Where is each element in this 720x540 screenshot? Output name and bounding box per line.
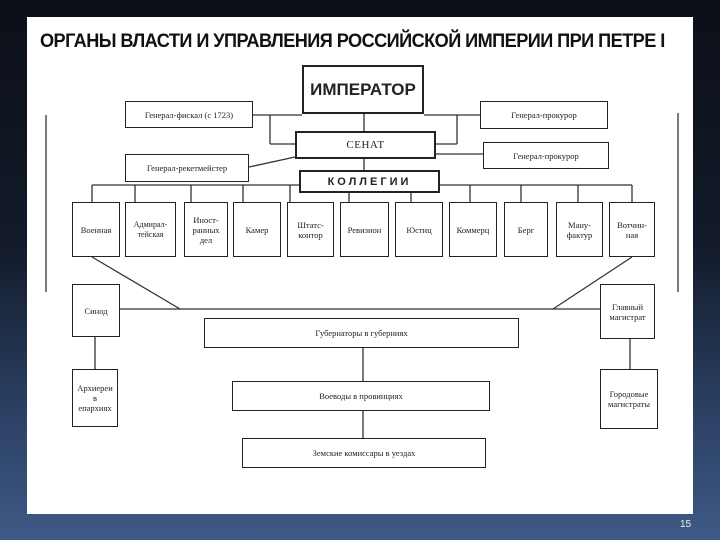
archbishops-box: Архиереи в епархиях <box>72 369 118 427</box>
college-justice: Юстиц <box>395 202 443 257</box>
governors-box: Губернаторы в губерниях <box>204 318 519 348</box>
commissars-box: Земские комиссары в уездах <box>242 438 486 468</box>
college-manufacture: Ману- фактур <box>556 202 603 257</box>
funnel-left <box>91 256 181 310</box>
slide: ОРГАНЫ ВЛАСТИ И УПРАВЛЕНИЯ РОССИЙСКОЙ ИМ… <box>27 17 693 514</box>
college-foreign-affairs: Иност- ранных дел <box>184 202 228 257</box>
college-votchina: Вотчин- ная <box>609 202 655 257</box>
college-military: Военная <box>72 202 120 257</box>
emperor-box: ИМПЕРАТОР <box>302 65 424 114</box>
college-admiralty: Адмирал- тейская <box>125 202 176 257</box>
funnel-right <box>552 256 633 310</box>
college-revision: Ревизион <box>340 202 389 257</box>
city-magistrates-box: Городовые магистраты <box>600 369 658 429</box>
college-commerce: Коммерц <box>449 202 497 257</box>
college-berg: Берг <box>504 202 548 257</box>
senate-box: СЕНАТ <box>295 131 436 159</box>
college-shtats-kontor: Штатс- контор <box>287 202 334 257</box>
slide-title: ОРГАНЫ ВЛАСТИ И УПРАВЛЕНИЯ РОССИЙСКОЙ ИМ… <box>40 30 665 52</box>
general-fiscal-box: Генерал-фискал (с 1723) <box>125 101 253 128</box>
general-prosecutor-box: Генерал-прокурор <box>480 101 608 129</box>
reketmeister-box: Генерал-рекетмейстер <box>125 154 249 182</box>
reketmeister-senate-line <box>248 156 296 168</box>
slide-number: 15 <box>680 519 692 530</box>
synod-box: Синод <box>72 284 120 337</box>
voivodes-box: Воеводы в провинциях <box>232 381 490 411</box>
college-kamer: Камер <box>233 202 281 257</box>
chief-magistrate-box: Главный магистрат <box>600 284 655 339</box>
collegii-box: КОЛЛЕГИИ <box>299 170 440 193</box>
general-prosecutor-box-2: Генерал-прокурор <box>483 142 609 169</box>
